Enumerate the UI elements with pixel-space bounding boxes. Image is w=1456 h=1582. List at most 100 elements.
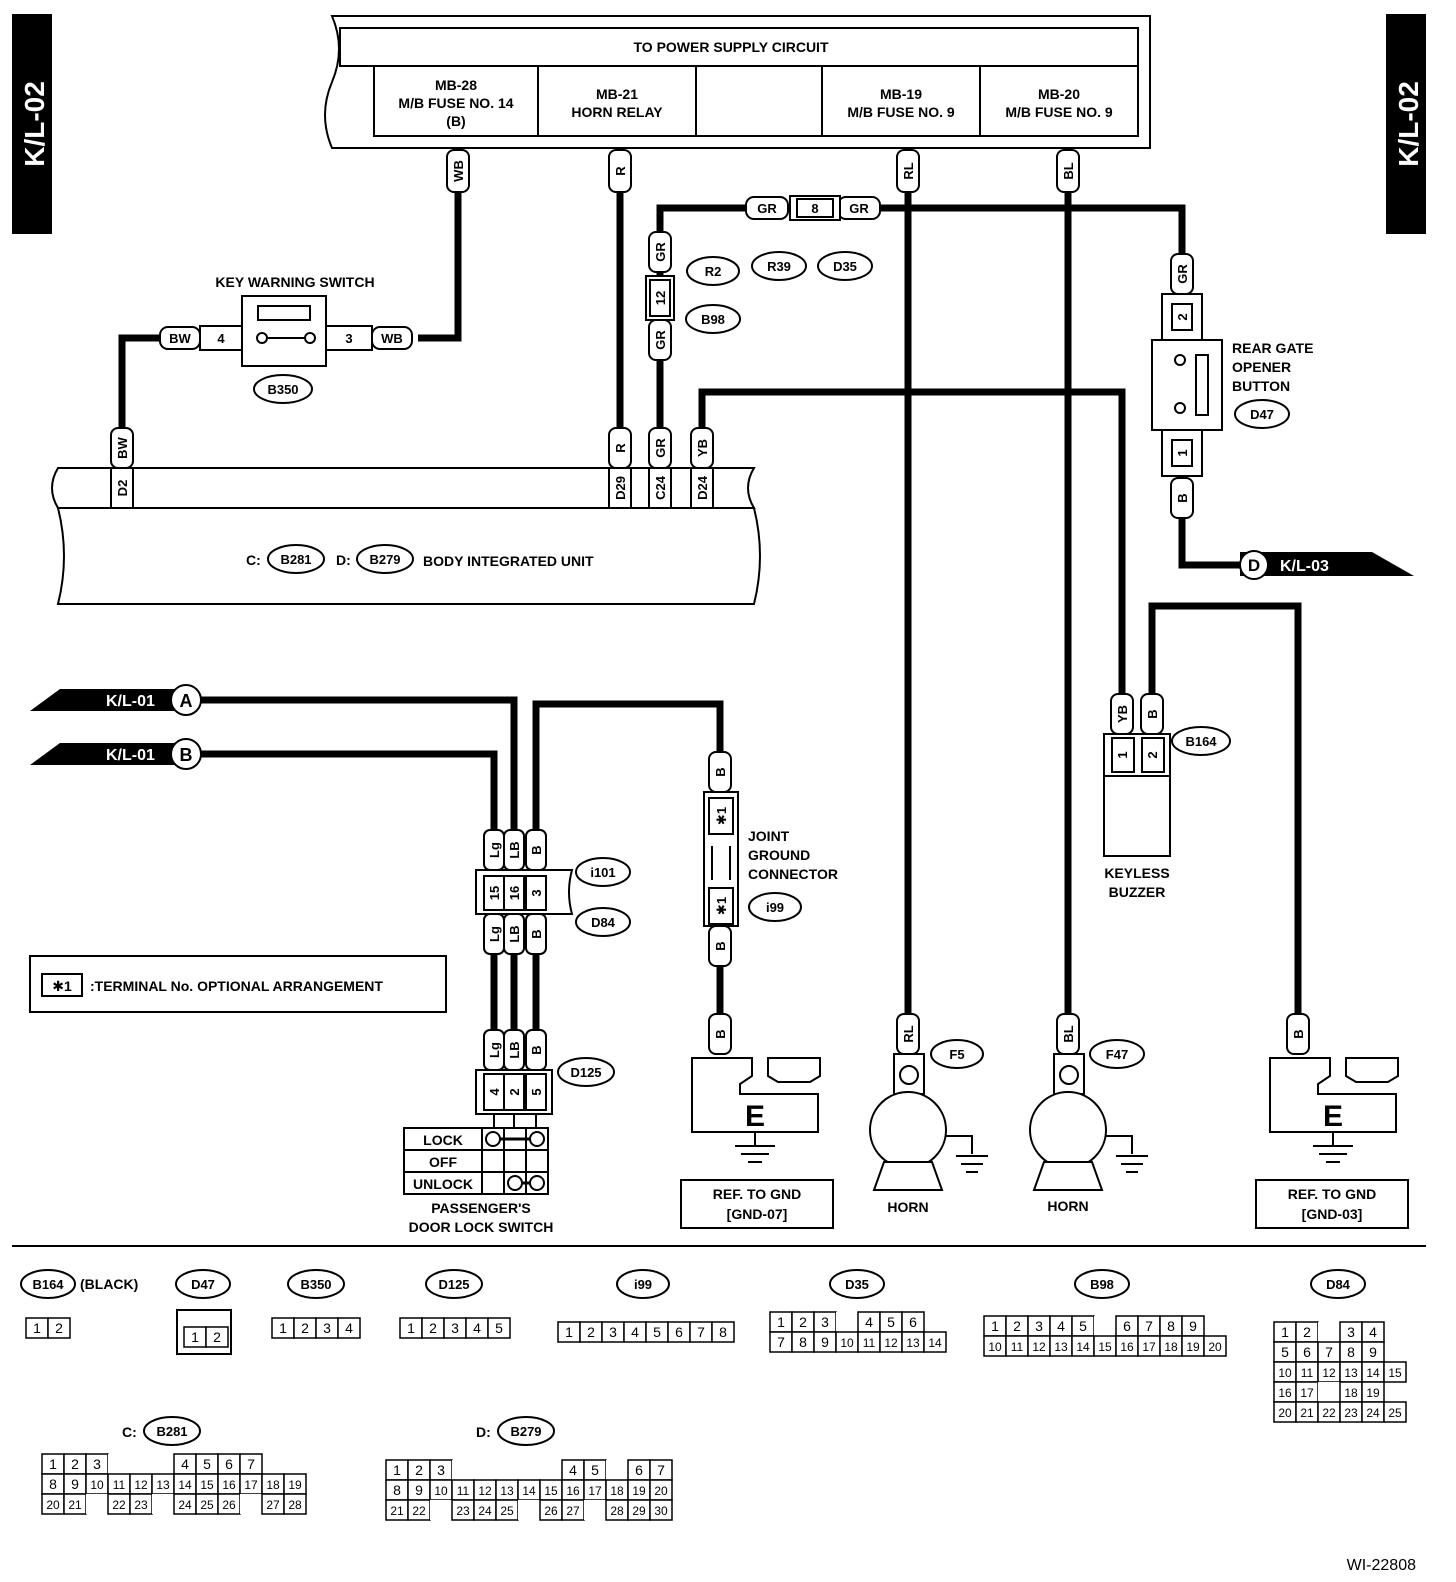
pin-number: 2 [213, 1329, 221, 1345]
wire-tag: B [1286, 1013, 1310, 1055]
svg-text:GR: GR [757, 201, 777, 216]
svg-text:D:: D: [476, 1424, 491, 1440]
pin-number: 7 [697, 1324, 705, 1340]
pin-number: 24 [478, 1504, 492, 1518]
svg-text:✱1: ✱1 [714, 897, 729, 915]
svg-text:F47: F47 [1106, 1047, 1128, 1062]
pin-number: 24 [1366, 1406, 1380, 1420]
svg-text:GR: GR [653, 438, 668, 458]
link-kl01-a: K/L-01 A [30, 684, 202, 716]
svg-text::TERMINAL No. OPTIONAL ARRANGE: :TERMINAL No. OPTIONAL ARRANGEMENT [90, 978, 383, 994]
wires [118, 150, 1302, 1030]
pin-number: 1 [407, 1320, 415, 1336]
pin-number: 16 [566, 1484, 580, 1498]
pin-cell [283, 1493, 307, 1515]
pin-number: 22 [412, 1504, 426, 1518]
svg-text:RL: RL [901, 162, 916, 179]
svg-text:MB-28: MB-28 [435, 77, 477, 93]
pin-number: 15 [1388, 1366, 1402, 1380]
power-supply-title: TO POWER SUPPLY CIRCUIT [634, 39, 829, 55]
pin-number: 20 [1208, 1340, 1222, 1354]
pin-number: 16 [222, 1478, 236, 1492]
svg-text:i101: i101 [590, 865, 615, 880]
wire-tag: RL [896, 149, 920, 193]
pin-number: 1 [33, 1320, 41, 1336]
pin-number: 20 [46, 1498, 60, 1512]
svg-text:HORN: HORN [1047, 1198, 1088, 1214]
wire-tag: B [708, 751, 732, 793]
horn-f5: HORN [869, 1053, 988, 1215]
pin-number: 3 [609, 1324, 617, 1340]
pin-number: 13 [906, 1336, 920, 1350]
connector-id-b98: B98 [685, 304, 741, 334]
svg-text:B164: B164 [32, 1277, 64, 1292]
svg-text:CONNECTOR: CONNECTOR [748, 866, 838, 882]
wire-tag: WB [371, 326, 413, 350]
svg-text:GR: GR [653, 330, 668, 350]
svg-text:15: 15 [487, 886, 502, 900]
wire-tag: GR [1170, 253, 1194, 295]
pin-number: 25 [1388, 1406, 1402, 1420]
svg-text:BL: BL [1061, 162, 1076, 179]
svg-text:REF. TO GND: REF. TO GND [1288, 1186, 1376, 1202]
svg-text:GR: GR [849, 201, 869, 216]
pin-number: 4 [1369, 1324, 1377, 1340]
wire-tag: LB [503, 913, 525, 955]
pin-number: 12 [1322, 1366, 1336, 1380]
svg-text:i99: i99 [634, 1277, 652, 1292]
svg-text:4: 4 [487, 1088, 502, 1096]
pin-number: 17 [244, 1478, 258, 1492]
svg-text:LB: LB [507, 1041, 522, 1058]
pin-number: 19 [1366, 1386, 1380, 1400]
connector-r39-d35: 8 [789, 195, 841, 221]
pin-number: 3 [437, 1462, 445, 1478]
svg-text:D:: D: [336, 552, 351, 568]
pin-number: 5 [203, 1456, 211, 1472]
svg-text:B: B [713, 941, 728, 950]
svg-text:OFF: OFF [429, 1154, 457, 1170]
pin-number: 10 [840, 1336, 854, 1350]
pin-cell [1203, 1335, 1227, 1357]
pin-number: 6 [909, 1314, 917, 1330]
pin-number: 19 [1186, 1340, 1200, 1354]
wire-tag: R [608, 149, 632, 193]
keyless-buzzer: 1 2 KEYLESS BUZZER [1103, 733, 1171, 900]
svg-text:OPENER: OPENER [1232, 359, 1291, 375]
joint-ground-connector: ✱1 ✱1 JOINT GROUND CONNECTOR [703, 791, 838, 927]
pin-number: 22 [112, 1498, 126, 1512]
svg-text:[GND-07]: [GND-07] [727, 1206, 788, 1222]
pin-number: 18 [1344, 1386, 1358, 1400]
svg-text:D47: D47 [1250, 407, 1274, 422]
pin-number: 2 [429, 1320, 437, 1336]
pin-number: 14 [522, 1484, 536, 1498]
wire-color-tags: WB R RL BL BW WB GR GR GR GR GR B BW R G… [110, 149, 1310, 1071]
pin-cell [1094, 1316, 1116, 1336]
connector-i101-d84: 15 16 3 [475, 869, 574, 915]
svg-text:BW: BW [115, 436, 130, 458]
pin-number: 2 [415, 1462, 423, 1478]
pin-number: 6 [675, 1324, 683, 1340]
svg-text:DOOR LOCK SWITCH: DOOR LOCK SWITCH [409, 1219, 554, 1235]
svg-text:D84: D84 [591, 915, 616, 930]
pin-number: 2 [799, 1314, 807, 1330]
pin-number: 6 [1123, 1318, 1131, 1334]
pin-number: 1 [191, 1329, 199, 1345]
pin-number: 1 [777, 1314, 785, 1330]
pin-number: 2 [71, 1456, 79, 1472]
wire-tag: Lg [483, 829, 505, 871]
svg-text:5: 5 [529, 1088, 544, 1095]
svg-text:C24: C24 [653, 475, 668, 500]
svg-text:D24: D24 [695, 475, 710, 500]
pin-number: 3 [323, 1320, 331, 1336]
pin-number: 19 [288, 1478, 302, 1492]
pin-number: 5 [591, 1462, 599, 1478]
pin-cell [711, 1321, 735, 1343]
pin-cell [108, 1454, 130, 1474]
svg-text:✱1: ✱1 [714, 807, 729, 825]
pin-cell [1383, 1401, 1407, 1423]
pin-number: 16 [1120, 1340, 1134, 1354]
power-supply-block: TO POWER SUPPLY CIRCUIT MB-28 M/B FUSE N… [324, 15, 1151, 149]
